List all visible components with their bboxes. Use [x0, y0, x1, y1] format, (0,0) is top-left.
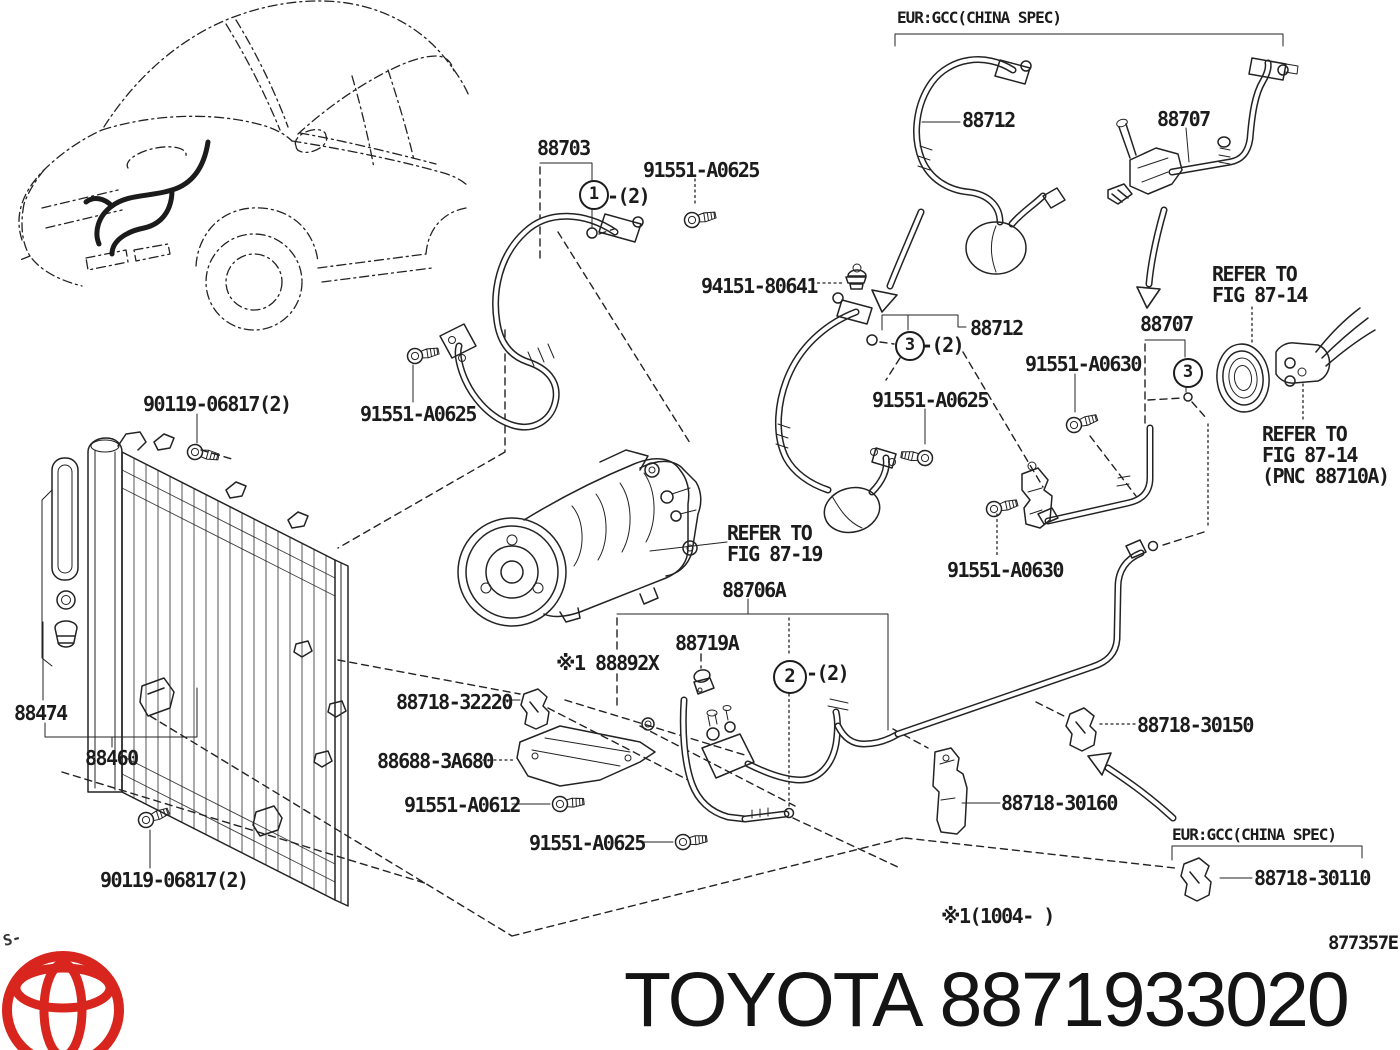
callout-2-qty: -(2) — [806, 661, 850, 685]
part-88719a — [693, 669, 715, 695]
note-footnote: ※1(1004- ) — [941, 904, 1055, 928]
note-refer-fig-87-19: REFER TO FIG 87-19 — [727, 521, 823, 566]
arrows — [871, 206, 1177, 822]
suction-hose-88703 — [439, 214, 644, 427]
part-label-88718-30110: 88718-30110 — [1254, 866, 1371, 890]
part-label-88706a: 88706A — [722, 578, 787, 602]
condenser-assembly — [41, 431, 349, 907]
note-doc-code: 877357E — [1328, 932, 1399, 954]
part-label-91551-a0625-top: 91551-A0625 — [643, 158, 760, 182]
leader-lines — [42, 33, 1363, 879]
callout-1: 1 — [579, 180, 609, 210]
part-label-88707: 88707 — [1140, 312, 1194, 336]
part-label-88718-30160: 88718-30160 — [1001, 791, 1118, 815]
footer-part-number: 8871933020 — [939, 957, 1349, 1043]
part-label-88712-spec: 88712 — [962, 108, 1016, 132]
part-label-88474: 88474 — [14, 701, 68, 725]
note-refer-fig-87-14-pnc: REFER TO FIG 87-14 (PNC 88710A) — [1262, 422, 1390, 488]
liquid-tube-88707 — [1021, 428, 1150, 529]
part-label-91551-a0625-mid: 91551-A0625 — [872, 388, 989, 412]
part-label-91551-a0612: 91551-A0612 — [404, 793, 521, 817]
part-label-88718-30150: 88718-30150 — [1137, 713, 1254, 737]
clamps — [520, 688, 1212, 902]
part-label-88707-spec: 88707 — [1157, 107, 1211, 131]
tube-and-accessory-88706a — [641, 539, 1159, 819]
compressor — [457, 449, 702, 627]
receiver-drier-88474 — [41, 457, 79, 667]
callout-3b: 3 — [1173, 358, 1203, 388]
part-label-88460: 88460 — [85, 746, 139, 770]
note-refer-fig-87-14: REFER TO FIG 87-14 — [1212, 262, 1308, 307]
part-label-88719a: 88719A — [675, 631, 740, 655]
part-label-94151-80641: 94151-80641 — [701, 274, 818, 298]
part-label-91551-a0630-b: 91551-A0630 — [947, 558, 1064, 582]
liquid-tube-88707-spec — [1107, 57, 1299, 205]
footer-brand: TOYOTA — [624, 957, 923, 1043]
vehicle-sketch — [18, 0, 470, 331]
part-label-88892x: ※1 88892X — [556, 651, 660, 675]
construction-lines — [61, 166, 1176, 937]
part-label-88718-32220: 88718-32220 — [396, 690, 513, 714]
callout-3a: 3 — [895, 331, 925, 361]
part-label-88688-3a680: 88688-3A680 — [377, 749, 494, 773]
bracket-88688 — [516, 725, 656, 787]
part-label-91551-a0630-a: 91551-A0630 — [1025, 352, 1142, 376]
seal-and-connector — [1216, 307, 1376, 413]
callout-2: 2 — [773, 660, 807, 694]
callout-1-qty: -(2) — [607, 184, 651, 208]
part-label-88712: 88712 — [970, 316, 1024, 340]
part-label-91551-a0625-left: 91551-A0625 — [360, 402, 477, 426]
part-label-91551-a0625-bottom: 91551-A0625 — [529, 831, 646, 855]
spec-banner-top: EUR:GCC(CHINA SPEC) — [897, 8, 1062, 27]
part-label-88703: 88703 — [537, 136, 591, 160]
callout-3a-qty: -(2) — [921, 333, 965, 357]
part-label-90119-bottom: 90119-06817(2) — [100, 868, 249, 892]
spec-banner-bottom: EUR:GCC(CHINA SPEC) — [1172, 825, 1337, 844]
part-label-90119-top: 90119-06817(2) — [143, 392, 292, 416]
bolts — [135, 206, 1100, 852]
toyota-logo — [2, 951, 124, 1050]
discharge-hose-88712-spec — [917, 60, 1066, 275]
discharge-hose-88712 — [776, 263, 897, 534]
